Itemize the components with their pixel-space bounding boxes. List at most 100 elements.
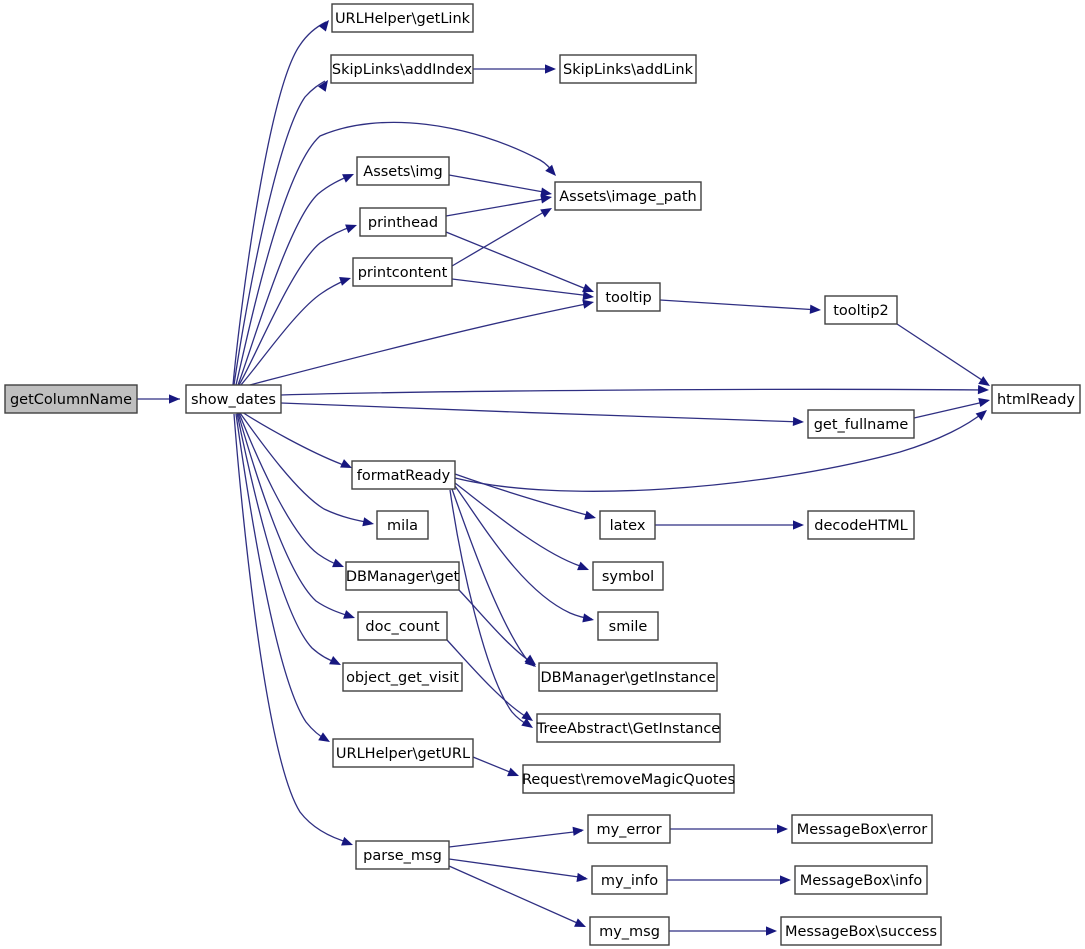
- edge-show_dates-to-URLHelper_getLink: [232, 21, 327, 386]
- node-box-Assets_image_path[interactable]: [554, 181, 702, 211]
- node-getColumnName[interactable]: getColumnName: [4, 384, 138, 414]
- node-box-formatReady[interactable]: [351, 460, 456, 490]
- node-my_msg[interactable]: my_msg: [589, 916, 670, 946]
- node-box-printhead[interactable]: [359, 207, 447, 237]
- node-label-DBManager_getInstance: DBManager\getInstance: [540, 670, 715, 686]
- node-URLHelper_getURL[interactable]: URLHelper\getURL: [332, 738, 474, 768]
- node-label-printcontent: printcontent: [358, 265, 448, 281]
- node-label-my_msg: my_msg: [599, 924, 660, 940]
- node-printcontent[interactable]: printcontent: [352, 257, 453, 287]
- edge-show_dates-to-htmlReady: [280, 388, 987, 396]
- node-tooltip2[interactable]: tooltip2: [824, 295, 898, 325]
- node-box-getColumnName[interactable]: [4, 384, 138, 414]
- node-label-URLHelper_getLink: URLHelper\getLink: [335, 11, 471, 27]
- node-box-doc_count[interactable]: [357, 611, 448, 641]
- node-decodeHTML[interactable]: decodeHTML: [807, 510, 915, 540]
- arrowhead-parse_msg->my_info: [576, 872, 588, 883]
- node-box-get_fullname[interactable]: [807, 409, 915, 439]
- node-box-show_dates[interactable]: [185, 384, 282, 414]
- node-DBManager_get[interactable]: DBManager\get: [345, 561, 460, 591]
- arrowhead-printcontent->Assets_image_path: [540, 208, 552, 218]
- node-DBManager_getInstance[interactable]: DBManager\getInstance: [538, 662, 718, 692]
- node-get_fullname[interactable]: get_fullname: [807, 409, 915, 439]
- node-box-parse_msg[interactable]: [355, 840, 450, 870]
- node-box-symbol[interactable]: [592, 561, 664, 591]
- node-box-SkipLinks_addIndex[interactable]: [330, 54, 474, 84]
- node-label-htmlReady: htmlReady: [997, 392, 1075, 408]
- node-MessageBox_info[interactable]: MessageBox\info: [794, 865, 928, 895]
- edge-formatReady-to-htmlReady: [454, 411, 985, 492]
- node-box-URLHelper_getURL[interactable]: [332, 738, 474, 768]
- edge-show_dates-to-tooltip: [241, 302, 592, 388]
- node-label-DBManager_get: DBManager\get: [346, 569, 460, 585]
- edge-tooltip-to-tooltip2: [659, 299, 820, 311]
- node-show_dates[interactable]: show_dates: [185, 384, 282, 414]
- edge-show_dates-to-Assets_image_path: [235, 121, 555, 386]
- node-box-printcontent[interactable]: [352, 257, 453, 287]
- node-box-URLHelper_getLink[interactable]: [331, 3, 474, 33]
- node-Assets_img[interactable]: Assets\img: [356, 156, 450, 186]
- node-MessageBox_error[interactable]: MessageBox\error: [791, 814, 933, 844]
- node-box-latex[interactable]: [599, 510, 656, 540]
- node-SkipLinks_addIndex[interactable]: SkipLinks\addIndex: [330, 54, 474, 84]
- arrowhead-tooltip2->htmlReady: [978, 376, 990, 386]
- edge-formatReady-to-DBManager_getInstance: [451, 488, 535, 667]
- node-box-TreeAbstract_GetInstance[interactable]: [536, 713, 721, 743]
- node-my_error[interactable]: my_error: [587, 814, 671, 844]
- arrowhead-DBManager_get->DBManager_getInstance: [524, 654, 536, 665]
- node-box-DBManager_get[interactable]: [345, 561, 460, 591]
- node-box-decodeHTML[interactable]: [807, 510, 915, 540]
- node-doc_count[interactable]: doc_count: [357, 611, 448, 641]
- arrowhead-printcontent->tooltip: [582, 291, 594, 301]
- edge-printhead-to-tooltip: [445, 231, 592, 292]
- node-box-MessageBox_error[interactable]: [791, 814, 933, 844]
- node-box-my_msg[interactable]: [589, 916, 670, 946]
- node-box-htmlReady[interactable]: [991, 384, 1081, 414]
- node-label-tooltip: tooltip: [605, 290, 651, 306]
- edge-Assets_img-to-Assets_image_path: [448, 174, 550, 194]
- node-label-printhead: printhead: [368, 215, 438, 231]
- node-box-object_get_visit[interactable]: [342, 662, 463, 692]
- node-box-DBManager_getInstance[interactable]: [538, 662, 718, 692]
- node-box-tooltip[interactable]: [596, 282, 661, 312]
- edge-formatReady-to-smile: [454, 485, 593, 620]
- node-box-Request_removeMagicQuotes[interactable]: [522, 764, 735, 794]
- node-object_get_visit[interactable]: object_get_visit: [342, 662, 463, 692]
- node-label-get_fullname: get_fullname: [814, 417, 909, 433]
- node-smile[interactable]: smile: [597, 611, 659, 641]
- node-label-SkipLinks_addLink: SkipLinks\addLink: [563, 62, 694, 78]
- node-my_info[interactable]: my_info: [591, 865, 668, 895]
- node-latex[interactable]: latex: [599, 510, 656, 540]
- edge-printcontent-to-tooltip: [451, 278, 592, 297]
- node-printhead[interactable]: printhead: [359, 207, 447, 237]
- node-URLHelper_getLink[interactable]: URLHelper\getLink: [331, 3, 474, 33]
- node-tooltip[interactable]: tooltip: [596, 282, 661, 312]
- node-mila[interactable]: mila: [376, 510, 429, 540]
- arrowhead-show_dates->printcontent: [339, 277, 351, 286]
- node-formatReady[interactable]: formatReady: [351, 460, 456, 490]
- node-box-MessageBox_info[interactable]: [794, 865, 928, 895]
- edge-show_dates-to-printcontent: [239, 278, 349, 387]
- node-Request_removeMagicQuotes[interactable]: Request\removeMagicQuotes: [522, 764, 735, 794]
- node-label-show_dates: show_dates: [191, 392, 276, 408]
- node-box-SkipLinks_addLink[interactable]: [559, 54, 697, 84]
- node-box-mila[interactable]: [376, 510, 429, 540]
- node-parse_msg[interactable]: parse_msg: [355, 840, 450, 870]
- node-MessageBox_success[interactable]: MessageBox\success: [780, 916, 942, 946]
- nodes-layer: getColumnName show_dates URLHelper\getLink…: [4, 3, 1081, 946]
- node-box-MessageBox_success[interactable]: [780, 916, 942, 946]
- arrowhead-my_info->MessageBox_info: [780, 875, 791, 885]
- node-SkipLinks_addLink[interactable]: SkipLinks\addLink: [559, 54, 697, 84]
- node-Assets_image_path[interactable]: Assets\image_path: [554, 181, 702, 211]
- node-label-Assets_img: Assets\img: [363, 164, 442, 180]
- node-box-my_error[interactable]: [587, 814, 671, 844]
- edges-layer: [137, 21, 989, 932]
- node-TreeAbstract_GetInstance[interactable]: TreeAbstract\GetInstance: [536, 713, 721, 743]
- node-htmlReady[interactable]: htmlReady: [991, 384, 1081, 414]
- node-box-Assets_img[interactable]: [356, 156, 450, 186]
- node-box-my_info[interactable]: [591, 865, 668, 895]
- arrowhead-URLHelper_getURL->Request_removeMagicQuotes: [507, 767, 519, 777]
- node-box-smile[interactable]: [597, 611, 659, 641]
- node-symbol[interactable]: symbol: [592, 561, 664, 591]
- node-box-tooltip2[interactable]: [824, 295, 898, 325]
